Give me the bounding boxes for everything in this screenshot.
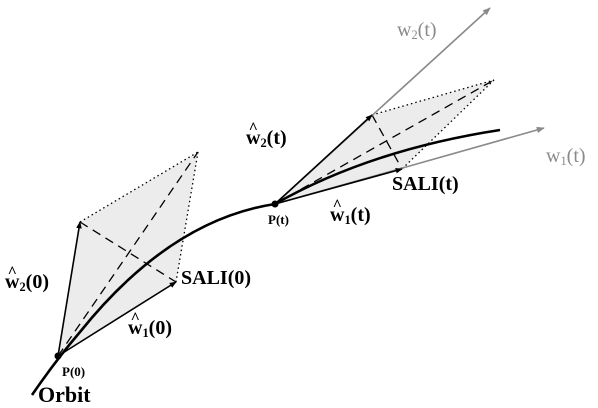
- dashed-diagonal-t-diff: [371, 114, 403, 170]
- dotted-edge-t-top: [371, 79, 495, 116]
- w2-hat-t-label: ^w2(t): [246, 120, 287, 151]
- w2-t-label: w2(t): [397, 19, 437, 43]
- sali-0-label: SALI(0): [181, 267, 252, 289]
- pt-label: P(t): [268, 212, 289, 227]
- w2-hat-0-vector: [57, 221, 82, 357]
- dotted-edge-0-top: [79, 151, 199, 223]
- orbit-label: Orbit: [38, 382, 91, 407]
- point-pt: [271, 200, 279, 208]
- w1-hat-t-label: ^w1(t): [330, 197, 371, 228]
- w1-hat-0-label: ^w1(0): [128, 310, 172, 341]
- point-p0: [54, 352, 62, 360]
- dashed-diagonal-0-sum: [57, 151, 199, 357]
- w1-hat-t-vector: [274, 167, 403, 205]
- dashed-diagonal-0-diff: [79, 221, 177, 283]
- orbit-curve: [30, 128, 501, 396]
- w1-hat-0-vector: [57, 281, 177, 357]
- sali-t-label: SALI(t): [392, 173, 459, 195]
- dashed-diagonal-t-sum: [274, 79, 495, 205]
- w1-t-label: w1(t): [546, 145, 586, 169]
- w2-hat-0-label: ^w2(0): [5, 264, 49, 295]
- dotted-edge-t-right: [401, 79, 495, 170]
- w2-hat-t-vector: [274, 114, 373, 205]
- p0-label: P(0): [62, 364, 86, 379]
